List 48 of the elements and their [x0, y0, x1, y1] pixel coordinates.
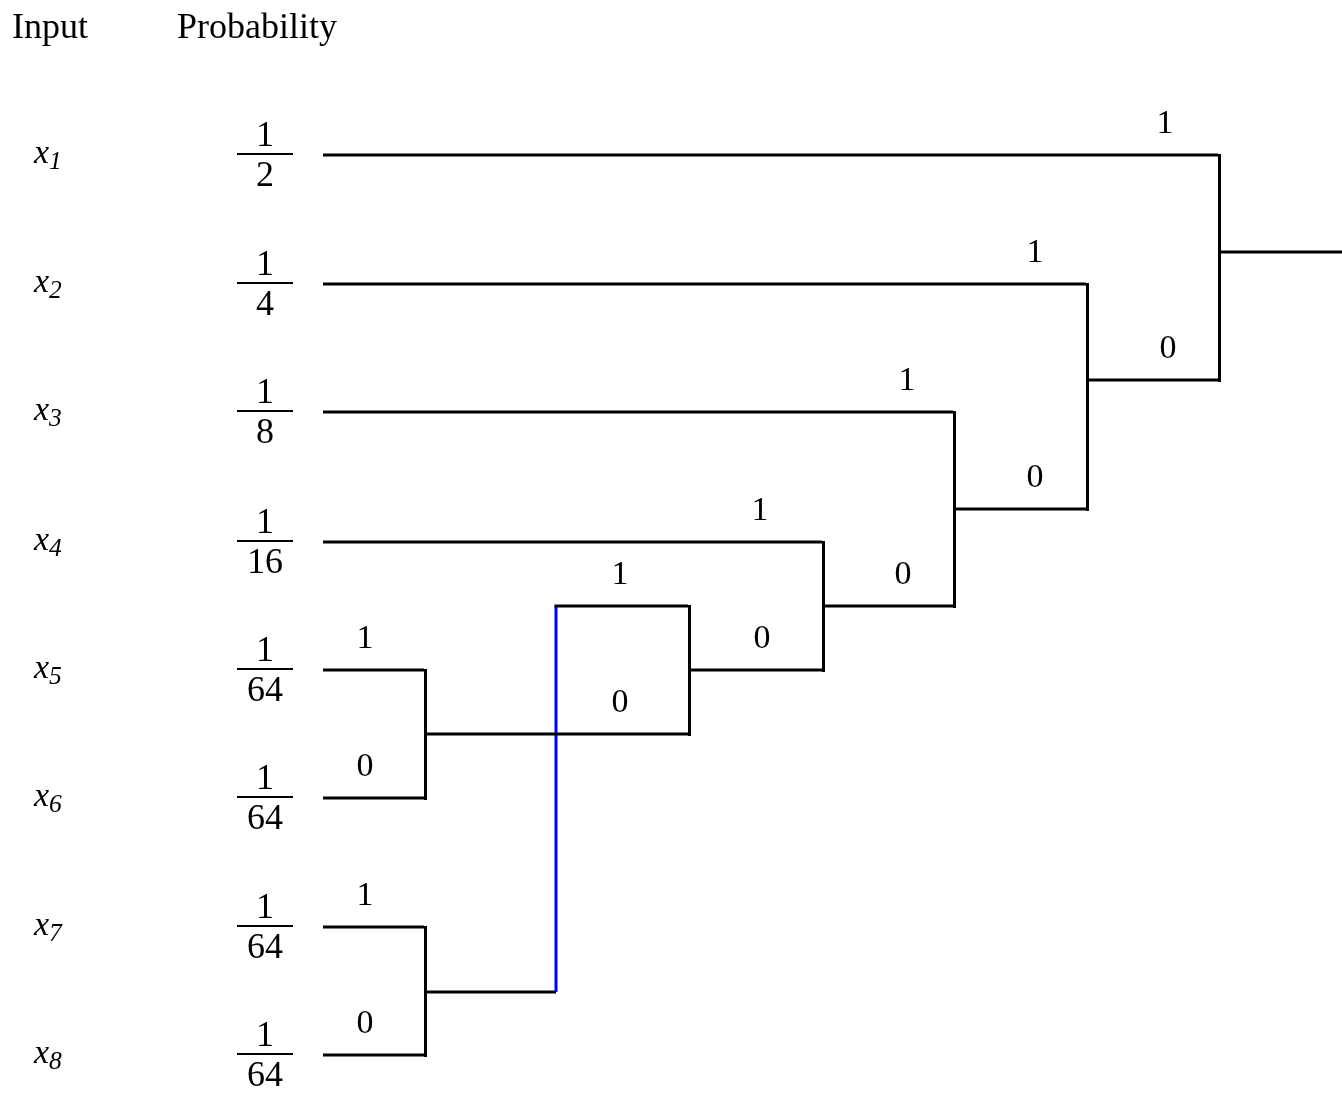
connector [323, 1053, 424, 1057]
connector [323, 796, 424, 800]
numerator: 1 [256, 630, 274, 668]
numerator: 1 [256, 115, 274, 153]
connector [323, 153, 1218, 157]
connector [323, 925, 424, 929]
connector [425, 732, 688, 736]
connector [425, 604, 688, 994]
column-header: Input [12, 8, 88, 44]
denominator: 4 [256, 284, 274, 322]
junction-bar [688, 604, 691, 736]
denominator: 2 [256, 155, 274, 193]
junction-bar [424, 668, 427, 800]
connector [1087, 378, 1218, 382]
junction-bar [1218, 153, 1221, 382]
connector [323, 282, 1086, 286]
junction-bar [953, 410, 956, 608]
variable-label: x$_{2}$ [34, 264, 62, 298]
numerator: 1 [256, 1015, 274, 1053]
variable-label: x$_{3}$ [34, 392, 62, 426]
numerator: 1 [256, 887, 274, 925]
connector [323, 540, 822, 544]
variable-label: x$_{8}$ [34, 1035, 62, 1069]
junction-bar [822, 540, 825, 672]
denominator: 64 [247, 798, 283, 836]
denominator: 64 [247, 927, 283, 965]
variable-label: x$_{6}$ [34, 778, 62, 812]
variable-label: x$_{4}$ [34, 522, 62, 556]
variable-label: x$_{7}$ [34, 907, 62, 941]
connector [1219, 250, 1342, 254]
denominator: 64 [247, 1055, 283, 1093]
connector [323, 668, 424, 672]
connector [689, 668, 822, 672]
variable-label: x$_{5}$ [34, 650, 62, 684]
denominator: 8 [256, 412, 274, 450]
junction-bar [424, 925, 427, 1057]
junction-bar [1086, 282, 1089, 511]
connector [323, 410, 953, 414]
connector [954, 507, 1086, 511]
numerator: 1 [256, 502, 274, 540]
connector [823, 604, 953, 608]
variable-label: x$_{1}$ [34, 135, 62, 169]
numerator: 1 [256, 244, 274, 282]
numerator: 1 [256, 372, 274, 410]
numerator: 1 [256, 758, 274, 796]
denominator: 16 [247, 542, 283, 580]
denominator: 64 [247, 670, 283, 708]
column-header: Probability [177, 8, 337, 44]
